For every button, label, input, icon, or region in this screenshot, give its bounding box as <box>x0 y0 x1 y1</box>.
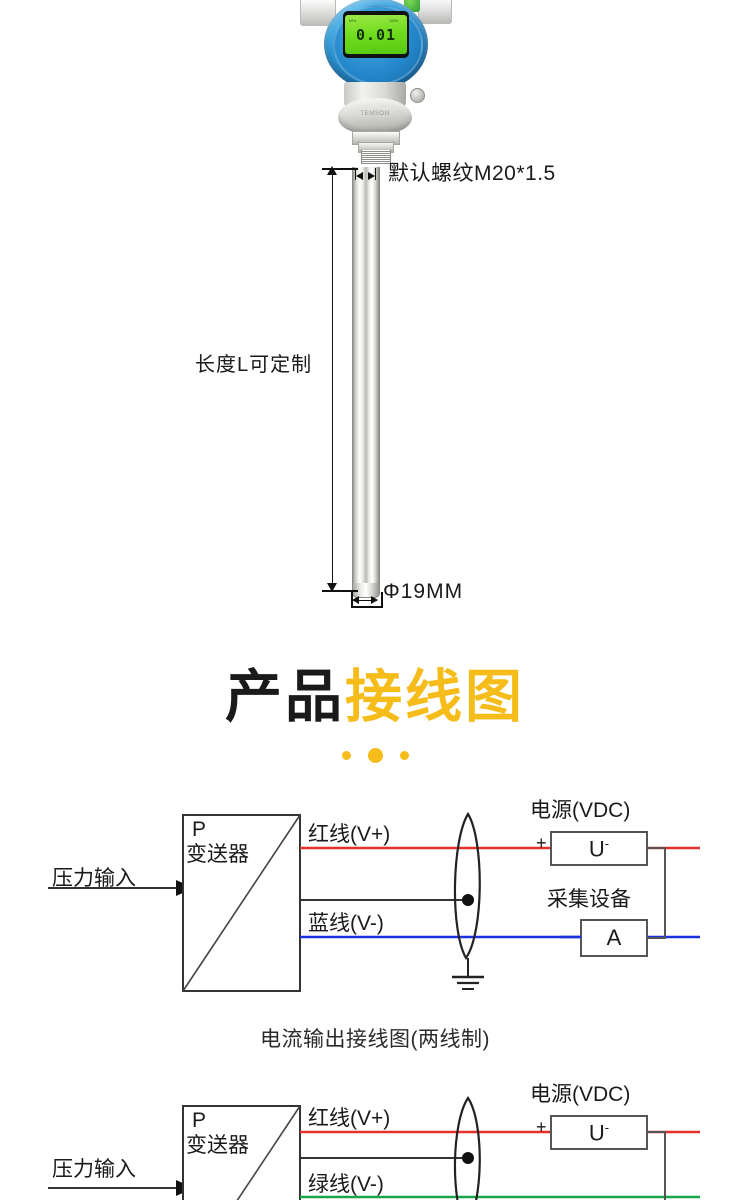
length-label: 长度L可定制 <box>195 354 313 376</box>
pressure-input-label-1: 压力输入 <box>52 867 136 890</box>
lcd-screen: MPa 100% .... 0.01 <box>345 15 407 54</box>
device-label-p-2: P <box>192 1109 207 1132</box>
ornament-dot-left <box>341 751 351 761</box>
red-wire-label-1: 红线(V+) <box>308 823 391 846</box>
acquire-box-label-1: A <box>606 925 622 950</box>
section-heading-block: 产品接线图 <box>0 655 750 780</box>
length-arrow-down-icon <box>327 583 337 592</box>
wiring-diagram-two-wire <box>48 811 700 992</box>
diagram-caption-1: 电流输出接线图(两线制) <box>260 1028 490 1051</box>
diameter-arrow-left-icon <box>352 596 359 604</box>
supply-box-label-1: U- <box>588 836 610 862</box>
ornament-dot-right <box>399 751 409 761</box>
thread-dimension-right-lead <box>375 168 376 180</box>
wiring-diagram-section: + 电源(VDC) U- 采集设备 A P 变送器 压力输入 红线(V+) 蓝线… <box>0 780 750 1200</box>
thread-section <box>361 150 391 164</box>
red-wire-label-2: 红线(V+) <box>308 1107 391 1130</box>
lcd-percent-label: 100% <box>389 19 398 23</box>
supply-label-2: 电源(VDC) <box>530 1083 631 1106</box>
diameter-label: Φ19MM <box>383 580 464 603</box>
lcd-bargraph-label: .... <box>372 47 376 51</box>
supply-plus-sign-1: + <box>536 833 547 853</box>
thread-label: 默认螺纹M20*1.5 <box>388 162 556 185</box>
pressure-input-label-2: 压力输入 <box>52 1158 136 1181</box>
dimension-tick-bottom <box>322 590 358 592</box>
device-label-transmitter-2: 变送器 <box>186 1134 249 1157</box>
lcd-unit-label: MPa <box>349 19 357 23</box>
diameter-dimension-line <box>353 600 377 601</box>
acquire-label-1: 采集设备 <box>547 888 631 911</box>
transmitter-head-assembly: MPa 100% .... 0.01 TEMSON <box>300 0 452 166</box>
product-dimension-section: MPa 100% .... 0.01 TEMSON 长度L可定制 默认螺纹M20… <box>195 0 556 608</box>
lcd-reading-value: 0.01 <box>355 26 397 44</box>
sensor-body-pod <box>338 98 412 134</box>
supply-label-1: 电源(VDC) <box>530 799 631 822</box>
section-heading-black: 产品 <box>225 664 345 730</box>
thread-arrow-left-icon <box>356 172 363 180</box>
dimension-tick-top <box>322 168 358 170</box>
heading-dots-ornament <box>0 747 750 765</box>
wiring-diagram-three-wire <box>48 1096 700 1200</box>
length-dimension-line <box>332 170 333 592</box>
section-heading: 产品接线图 <box>0 669 750 726</box>
vent-screw-icon <box>410 88 425 103</box>
thread-dimension-left-lead <box>355 168 356 180</box>
green-wire-label-2: 绿线(V-) <box>308 1173 384 1196</box>
length-arrow-up-icon <box>327 166 337 175</box>
section-heading-gold: 接线图 <box>345 664 525 730</box>
device-label-transmitter-1: 变送器 <box>186 843 249 866</box>
cable-gland-right <box>418 0 452 24</box>
body-brand-text: TEMSON <box>360 111 390 117</box>
device-label-p-1: P <box>192 818 207 841</box>
diameter-arrow-right-icon <box>371 596 378 604</box>
cable-gland-left <box>300 0 336 26</box>
supply-plus-sign-2: + <box>536 1117 547 1137</box>
blue-wire-label-1: 蓝线(V-) <box>308 912 384 935</box>
thread-arrow-right-icon <box>368 172 375 180</box>
ornament-dot-center <box>367 748 383 764</box>
probe-rod <box>352 167 380 591</box>
supply-box-label-2: U- <box>588 1120 610 1146</box>
